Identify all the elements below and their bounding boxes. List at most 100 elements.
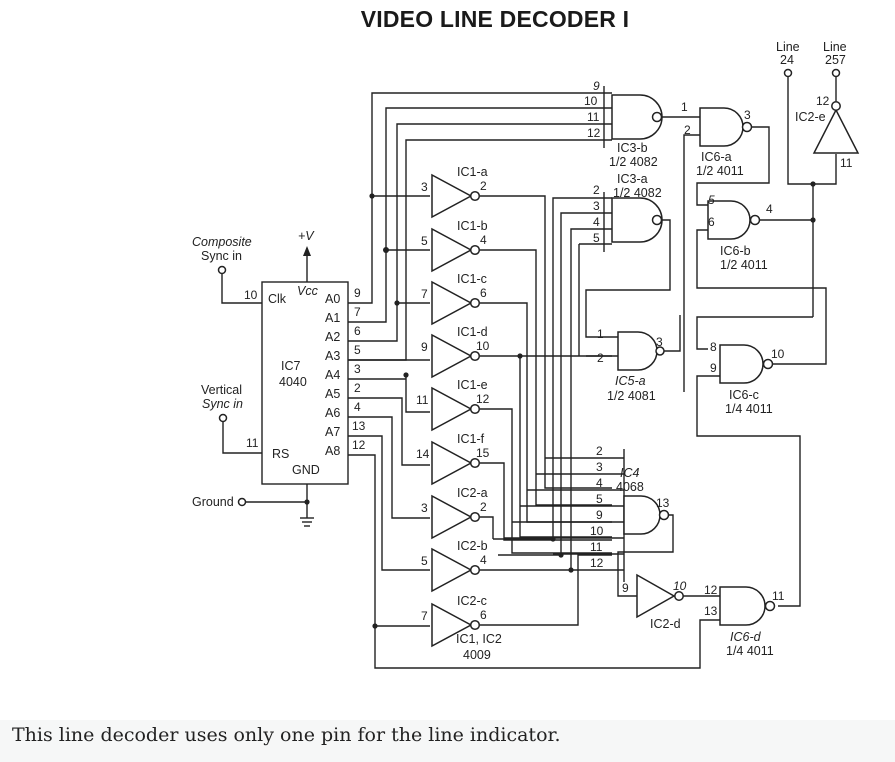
ic5a-pin: 1	[597, 327, 604, 341]
ic7-gnd-label: GND	[292, 463, 320, 477]
ground-terminal	[237, 497, 247, 507]
composite-sync-label-1: Composite	[192, 235, 252, 249]
ic6a-out-pin: 3	[744, 108, 751, 122]
inverter: IC1-b 5 4	[421, 219, 488, 273]
ic3b-pin: 10	[584, 94, 598, 108]
inverter-bubble	[469, 564, 481, 576]
inverter-in-pin: 14	[416, 447, 430, 461]
inverter-bank-label-2: 4009	[463, 648, 491, 662]
inverter-bubble	[469, 190, 481, 202]
inverter-out-pin: 12	[476, 392, 490, 406]
line257-label-1: Line	[823, 40, 847, 54]
ic4-pin: 9	[596, 508, 603, 522]
output-wires	[696, 74, 837, 350]
ic7-vcc-label: Vcc	[297, 284, 319, 298]
ic7-pin: 3	[354, 362, 361, 376]
ic4-part: 4068	[616, 480, 644, 494]
inverter-body	[431, 602, 473, 648]
inverter-name: IC1-e	[457, 378, 488, 392]
ic4-pin: 10	[590, 524, 604, 538]
ic6d-part: 1/4 4011	[726, 644, 774, 658]
inverter-bank-label-1: IC1, IC2	[456, 632, 502, 646]
ground-input: Ground	[192, 484, 314, 527]
ground-label: Ground	[192, 495, 234, 509]
ic5a-pin: 2	[597, 351, 604, 365]
inverter-name: IC1-b	[457, 219, 488, 233]
ic4-pin: 4	[596, 476, 603, 490]
vertical-sync-input: Vertical Sync in	[201, 383, 262, 454]
inverter-in-pin: 3	[421, 501, 428, 515]
ic3a-pin: 2	[593, 183, 600, 197]
diagram-title: VIDEO LINE DECODER I	[360, 6, 630, 32]
inverter-body	[431, 173, 473, 219]
ic3b-pin: 11	[587, 110, 600, 124]
schematic: IC7 4040 Clk Vcc RS GND A0 A1 A2 A3 A4 A…	[192, 40, 860, 669]
ic6b-pin: 5	[708, 193, 715, 207]
inverter-bubble	[469, 244, 481, 256]
supply-label: +V	[298, 229, 315, 243]
ic2d-out-pin: 10	[673, 579, 687, 593]
ic4-name: IC4	[620, 466, 640, 480]
ic6d-pin: 13	[704, 604, 718, 618]
inverter-bubble	[469, 511, 481, 523]
inverter-out-pin: 6	[480, 286, 487, 300]
ic6d-pin: 12	[704, 583, 718, 597]
ic6c-pin: 8	[710, 340, 717, 354]
ic6b-pin: 6	[708, 215, 715, 229]
ic2e-out-pin: 12	[816, 94, 830, 108]
composite-sync-terminal	[217, 265, 227, 275]
ic7-out-label: A5	[325, 387, 340, 401]
ic6a-gate: 1 2 3 IC6-a 1/2 4011	[681, 100, 753, 178]
ic4-input-lines	[504, 457, 624, 571]
inverter-in-pin: 5	[421, 554, 428, 568]
ic6c-part: 1/4 4011	[725, 402, 773, 416]
supply-arrow: +V	[298, 229, 315, 282]
inverter: IC2-a 3 2	[421, 486, 488, 540]
inverter-name: IC2-a	[457, 486, 488, 500]
inverter-in-pin: 5	[421, 234, 428, 248]
ic4-pin: 2	[596, 444, 603, 458]
line24-output: Line 24	[776, 40, 800, 78]
inverter-out-pin: 4	[480, 233, 487, 247]
ic2d-inverter: 9 10 IC2-d	[622, 573, 687, 631]
inverter-out-pin: 2	[480, 179, 487, 193]
ic7-pin: 13	[352, 419, 366, 433]
ic3a-gate: 2 3 4 5 IC3-a 1/2 4082	[593, 172, 663, 252]
ic6b-name: IC6-b	[720, 244, 751, 258]
inverter-out-pin: 15	[476, 446, 490, 460]
ic2e-in-pin: 11	[840, 156, 853, 170]
ic4-pin: 5	[596, 492, 603, 506]
ic6b-gate: 5 6 4 IC6-b 1/2 4011	[707, 193, 773, 272]
ic5a-gate: 1 2 3 IC5-a 1/2 4081	[597, 327, 663, 403]
inverter-bubble	[469, 297, 481, 309]
inverter-name: IC1-f	[457, 432, 485, 446]
inverter-name: IC1-c	[457, 272, 487, 286]
inverter-in-pin: 9	[421, 340, 428, 354]
ic2e-inverter: 12 IC2-e 11	[795, 94, 860, 170]
vertical-sync-label-2: Sync in	[202, 397, 243, 411]
line24-label-1: Line	[776, 40, 800, 54]
ic6b-part: 1/2 4011	[720, 258, 768, 272]
ic6c-name: IC6-c	[729, 388, 759, 402]
ic3a-name: IC3-a	[617, 172, 648, 186]
ic6c-out-pin: 10	[771, 347, 785, 361]
ic6a-pin: 2	[684, 123, 691, 137]
ic4-pin: 3	[596, 460, 603, 474]
ic6c-gate: 8 9 10 IC6-c 1/4 4011	[710, 340, 785, 416]
inverter-body	[431, 494, 473, 540]
figure-caption: This line decoder uses only one pin for …	[12, 724, 561, 746]
ic6d-name: IC6-d	[730, 630, 762, 644]
ic2e-name: IC2-e	[795, 110, 826, 124]
ic6a-name: IC6-a	[701, 150, 732, 164]
inverter-out-pin: 2	[480, 500, 487, 514]
ic7-pin: 6	[354, 324, 361, 338]
inverter-in-pin: 7	[421, 609, 428, 623]
ic7-out-label: A8	[325, 444, 340, 458]
ic3b-name: IC3-b	[617, 141, 648, 155]
composite-sync-label-2: Sync in	[201, 249, 242, 263]
inverter-body	[431, 333, 473, 379]
